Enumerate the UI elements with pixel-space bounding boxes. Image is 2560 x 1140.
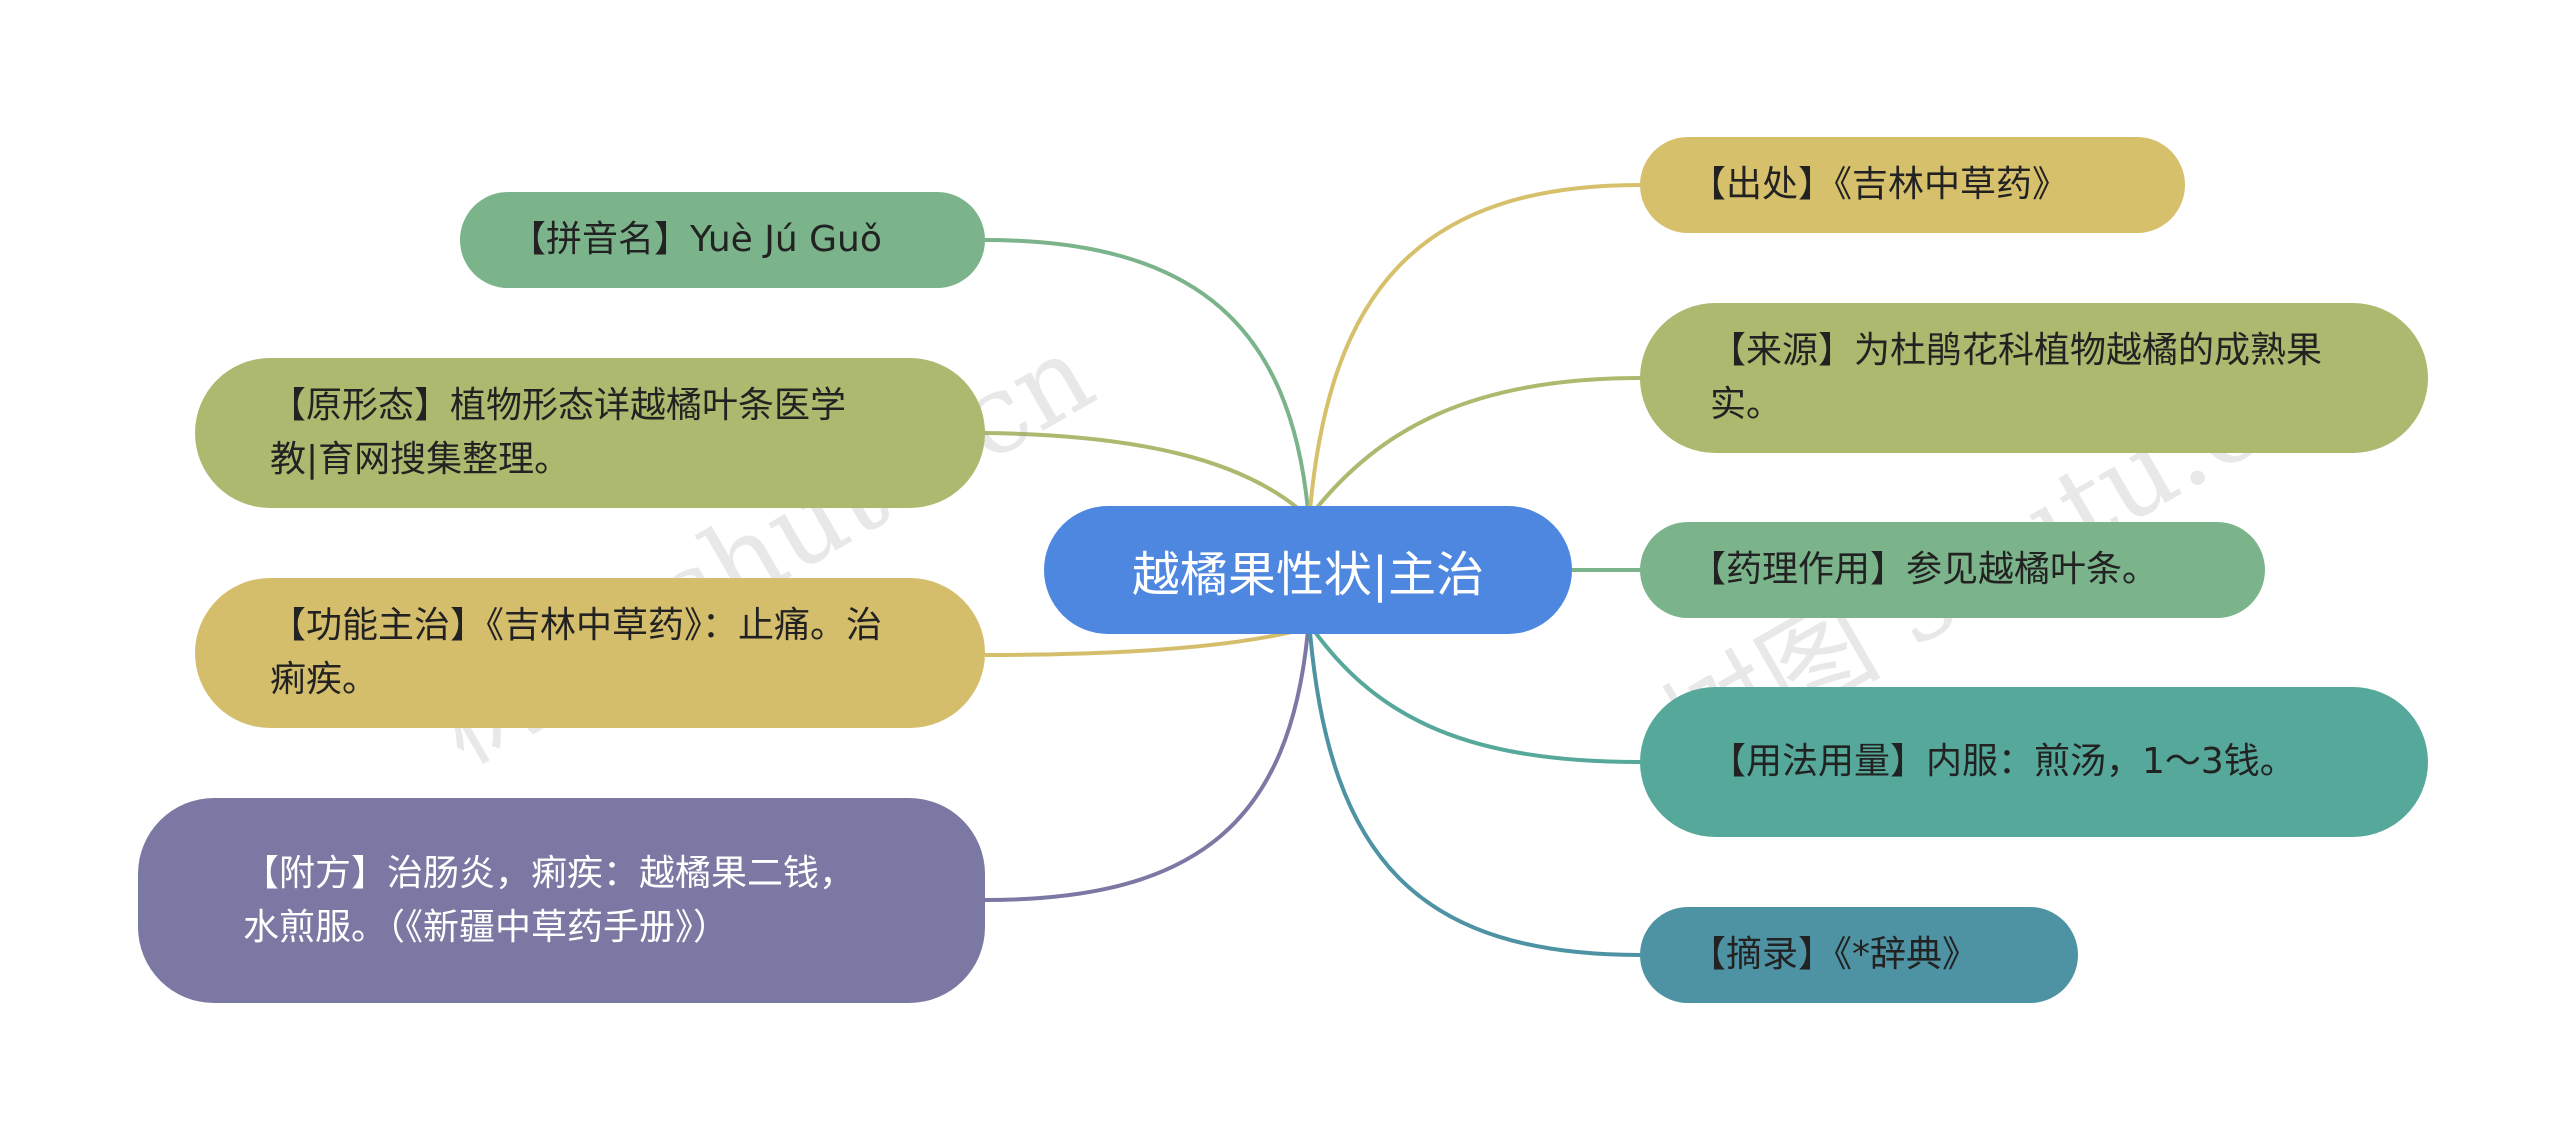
node-prescription[interactable]: 【附方】治肠炎，痢疾：越橘果二钱，水煎服。（《新疆中草药手册》）: [138, 798, 985, 1003]
node-label: 【药理作用】参见越橘叶条。: [1690, 549, 2159, 590]
node-label: 【用法用量】内服：煎汤，1～3钱。: [1710, 741, 2296, 782]
node-pinyin[interactable]: 【拼音名】Yuè Jú Guǒ: [460, 192, 985, 288]
node-label: 【附方】治肠炎，痢疾：越橘果二钱，水煎服。（《新疆中草药手册》）: [243, 852, 856, 948]
link-function: [984, 628, 1301, 657]
link-excerpt: [1308, 631, 1641, 957]
link-prescription: [984, 629, 1310, 902]
node-label: 【来源】为杜鹃花科植物越橘的成熟果实。: [1710, 330, 2323, 425]
node-excerpt[interactable]: 【摘录】《*辞典》: [1640, 907, 2078, 1003]
node-label: 【原形态】植物形态详越橘叶条医学教|育网搜集整理。: [270, 385, 847, 480]
link-pinyin: [984, 238, 1310, 511]
root-node[interactable]: 越橘果性状|主治: [1044, 506, 1572, 634]
node-function[interactable]: 【功能主治】《吉林中草药》：止痛。治痢疾。: [195, 578, 985, 728]
link-dosage: [1313, 630, 1641, 764]
link-origin: [1313, 376, 1641, 512]
node-label: 【出处】《吉林中草药》: [1690, 164, 2069, 205]
node-label: 【摘录】《*辞典》: [1690, 934, 1979, 975]
node-origin[interactable]: 【来源】为杜鹃花科植物越橘的成熟果实。: [1640, 303, 2428, 453]
link-morphology: [984, 431, 1302, 512]
root-label: 越橘果性状|主治: [1131, 547, 1485, 603]
node-label: 【拼音名】Yuè Jú Guǒ: [510, 219, 882, 260]
link-source: [1308, 183, 1641, 511]
node-pharmacology[interactable]: 【药理作用】参见越橘叶条。: [1640, 522, 2265, 618]
node-dosage[interactable]: 【用法用量】内服：煎汤，1～3钱。: [1640, 687, 2428, 837]
node-source[interactable]: 【出处】《吉林中草药》: [1640, 137, 2185, 233]
node-morphology[interactable]: 【原形态】植物形态详越橘叶条医学教|育网搜集整理。: [195, 358, 985, 508]
node-label: 【功能主治】《吉林中草药》：止痛。治痢疾。: [270, 605, 883, 700]
